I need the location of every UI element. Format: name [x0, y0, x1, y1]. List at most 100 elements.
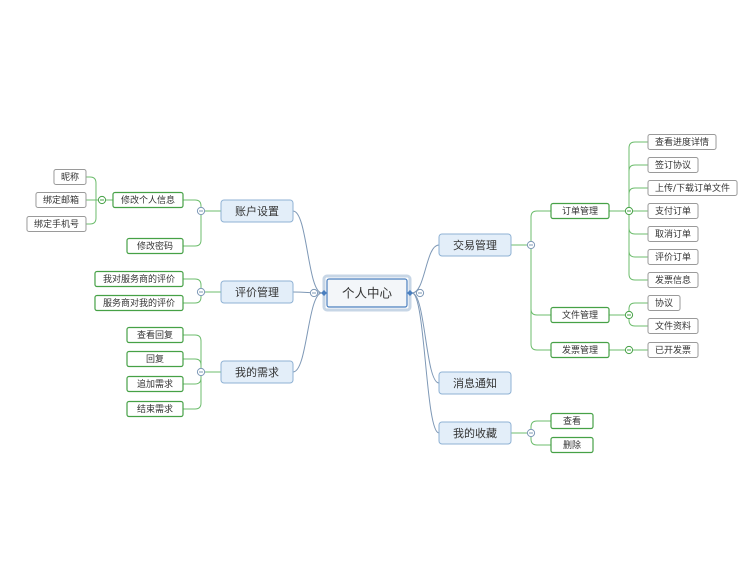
connector — [411, 292, 440, 384]
connector — [183, 211, 202, 247]
topic-node[interactable]: 我对服务商的评价 — [94, 270, 184, 288]
main-topic-node[interactable]: 我的收藏 — [438, 421, 512, 445]
main-topic-node-label: 消息通知 — [453, 376, 497, 390]
connector — [183, 334, 202, 372]
topic-node-label: 修改个人信息 — [121, 194, 175, 206]
connector — [85, 176, 97, 200]
main-topic-node[interactable]: 消息通知 — [438, 371, 512, 395]
main-topic-node-label: 评价管理 — [235, 285, 279, 299]
topic-node-label: 追加需求 — [137, 378, 173, 390]
topic-node[interactable]: 结束需求 — [126, 400, 184, 418]
connector — [628, 211, 648, 235]
topic-node[interactable]: 查看回复 — [126, 326, 184, 344]
topic-node[interactable]: 服务商对我的评价 — [94, 294, 184, 312]
connector — [628, 141, 648, 211]
subtopic-node-label: 支付订单 — [655, 205, 691, 217]
subtopic-node[interactable]: 查看进度详情 — [647, 134, 717, 150]
collapse-toggle-icon[interactable] — [196, 367, 206, 377]
collapse-toggle-icon[interactable] — [624, 206, 634, 216]
main-topic-node[interactable]: 账户设置 — [220, 199, 294, 223]
topic-node-label: 服务商对我的评价 — [103, 297, 175, 309]
collapse-toggle-icon[interactable] — [97, 195, 107, 205]
subtopic-node-label: 绑定邮箱 — [43, 194, 79, 206]
subtopic-node-label: 已开发票 — [655, 344, 691, 356]
connector — [628, 211, 648, 281]
subtopic-node[interactable]: 已开发票 — [647, 342, 699, 358]
connector — [292, 292, 323, 373]
topic-node-label: 我对服务商的评价 — [103, 273, 175, 285]
subtopic-node-label: 签订协议 — [655, 159, 691, 171]
collapse-toggle-icon[interactable] — [624, 310, 634, 320]
central-topic-node[interactable]: 个人中心 — [322, 274, 412, 312]
topic-node[interactable]: 删除 — [550, 436, 594, 454]
root-anchor-icon — [407, 290, 413, 296]
topic-node[interactable]: 追加需求 — [126, 375, 184, 393]
topic-node[interactable]: 修改密码 — [126, 237, 184, 255]
topic-node-label: 订单管理 — [562, 205, 598, 217]
main-topic-node-label: 我的需求 — [235, 365, 279, 379]
subtopic-node[interactable]: 绑定邮箱 — [35, 192, 87, 208]
collapse-toggle-icon[interactable] — [196, 287, 206, 297]
root-anchor-icon — [321, 290, 327, 296]
subtopic-node[interactable]: 绑定手机号 — [26, 216, 87, 232]
topic-node[interactable]: 发票管理 — [550, 341, 610, 359]
subtopic-node[interactable]: 昵称 — [53, 169, 87, 185]
subtopic-node[interactable]: 发票信息 — [647, 272, 699, 288]
collapse-toggle-icon[interactable] — [526, 240, 536, 250]
subtopic-node-label: 查看进度详情 — [655, 136, 709, 148]
connector — [85, 200, 97, 225]
connector — [628, 187, 648, 211]
main-topic-node-label: 交易管理 — [453, 238, 497, 252]
subtopic-node[interactable]: 签订协议 — [647, 157, 699, 173]
connector — [411, 292, 440, 434]
connector — [292, 210, 323, 294]
connector — [530, 433, 551, 446]
main-topic-node[interactable]: 交易管理 — [438, 233, 512, 257]
main-topic-node[interactable]: 我的需求 — [220, 360, 294, 384]
subtopic-node-label: 发票信息 — [655, 274, 691, 286]
topic-node-label: 发票管理 — [562, 344, 598, 356]
topic-node-label: 删除 — [563, 439, 581, 451]
connector — [183, 358, 202, 372]
subtopic-node-label: 取消订单 — [655, 228, 691, 240]
subtopic-node-label: 上传/下载订单文件 — [655, 182, 730, 194]
collapse-toggle-icon[interactable] — [309, 288, 319, 298]
subtopic-node-label: 协议 — [655, 297, 673, 309]
topic-node[interactable]: 订单管理 — [550, 202, 610, 220]
collapse-toggle-icon[interactable] — [196, 206, 206, 216]
main-topic-node-label: 账户设置 — [235, 204, 279, 218]
main-topic-node[interactable]: 评价管理 — [220, 280, 294, 304]
topic-node-label: 查看 — [563, 415, 581, 427]
subtopic-node[interactable]: 支付订单 — [647, 203, 699, 219]
subtopic-node[interactable]: 评价订单 — [647, 249, 699, 265]
topic-node-label: 文件管理 — [562, 309, 598, 321]
connector — [183, 292, 202, 304]
collapse-toggle-icon[interactable] — [624, 345, 634, 355]
subtopic-node[interactable]: 协议 — [647, 295, 681, 311]
subtopic-node-label: 绑定手机号 — [34, 218, 79, 230]
connector — [628, 315, 648, 327]
topic-node[interactable]: 回复 — [126, 350, 184, 368]
connector — [530, 245, 551, 316]
collapse-toggle-icon[interactable] — [415, 288, 425, 298]
connector — [183, 372, 202, 410]
connector — [530, 245, 551, 351]
topic-node-label: 修改密码 — [137, 240, 173, 252]
subtopic-node-label: 文件资料 — [655, 320, 691, 332]
topic-node[interactable]: 查看 — [550, 412, 594, 430]
subtopic-node[interactable]: 上传/下载订单文件 — [647, 180, 738, 196]
connector — [411, 244, 440, 294]
subtopic-node[interactable]: 文件资料 — [647, 318, 699, 334]
connector — [628, 302, 648, 315]
subtopic-node-label: 评价订单 — [655, 251, 691, 263]
topic-node-label: 结束需求 — [137, 403, 173, 415]
topic-node-label: 查看回复 — [137, 329, 173, 341]
collapse-toggle-icon[interactable] — [526, 428, 536, 438]
topic-node[interactable]: 文件管理 — [550, 306, 610, 324]
topic-node-label: 回复 — [146, 353, 164, 365]
subtopic-node[interactable]: 取消订单 — [647, 226, 699, 242]
topic-node[interactable]: 修改个人信息 — [112, 191, 184, 209]
subtopic-node-label: 昵称 — [61, 171, 79, 183]
